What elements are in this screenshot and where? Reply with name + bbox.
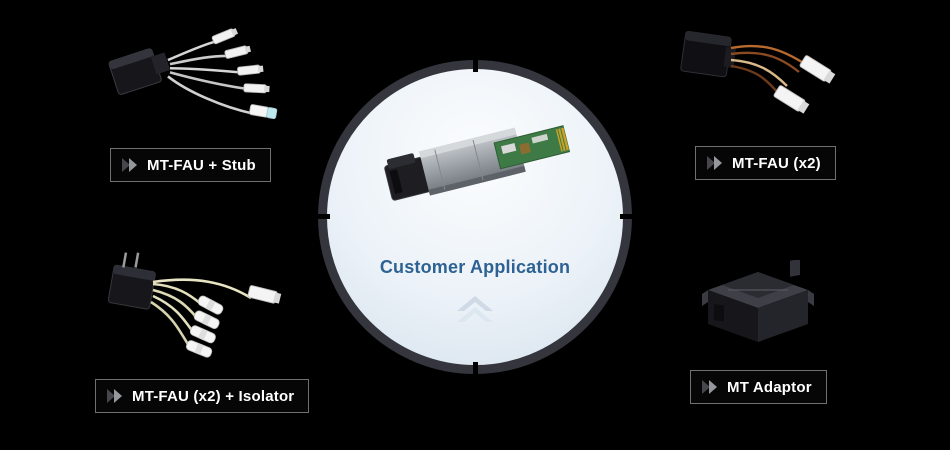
chevron-right-icon	[701, 380, 719, 394]
mt-fau-x2-image	[665, 14, 860, 132]
ring-segment-divider	[473, 58, 478, 72]
label-text: MT-FAU (x2) + Isolator	[132, 387, 295, 405]
label-mt-adaptor: MT Adaptor	[690, 370, 827, 404]
customer-application-label: Customer Application	[379, 257, 571, 277]
chevron-right-icon	[121, 158, 139, 172]
ring-segment-divider	[473, 362, 478, 376]
customer-application-circle: Customer Application	[318, 60, 632, 374]
label-mt-fau-x2: MT-FAU (x2)	[695, 146, 836, 180]
chevron-up-icon	[452, 295, 498, 323]
chevron-right-icon	[706, 156, 724, 170]
transceiver-module-image	[369, 93, 581, 223]
mt-fau-x2-isolator-image	[85, 246, 295, 376]
chevron-right-icon	[106, 389, 124, 403]
label-text: MT-FAU (x2)	[732, 154, 821, 172]
label-text: MT-FAU + Stub	[147, 156, 256, 174]
ring-segment-divider	[316, 214, 330, 219]
mt-adaptor-image	[692, 260, 824, 355]
label-text: MT Adaptor	[727, 378, 812, 396]
mt-fau-stub-image	[90, 14, 290, 144]
ring-segment-divider	[620, 214, 634, 219]
label-mt-fau-stub: MT-FAU + Stub	[110, 148, 271, 182]
label-mt-fau-x2-isolator: MT-FAU (x2) + Isolator	[95, 379, 310, 413]
